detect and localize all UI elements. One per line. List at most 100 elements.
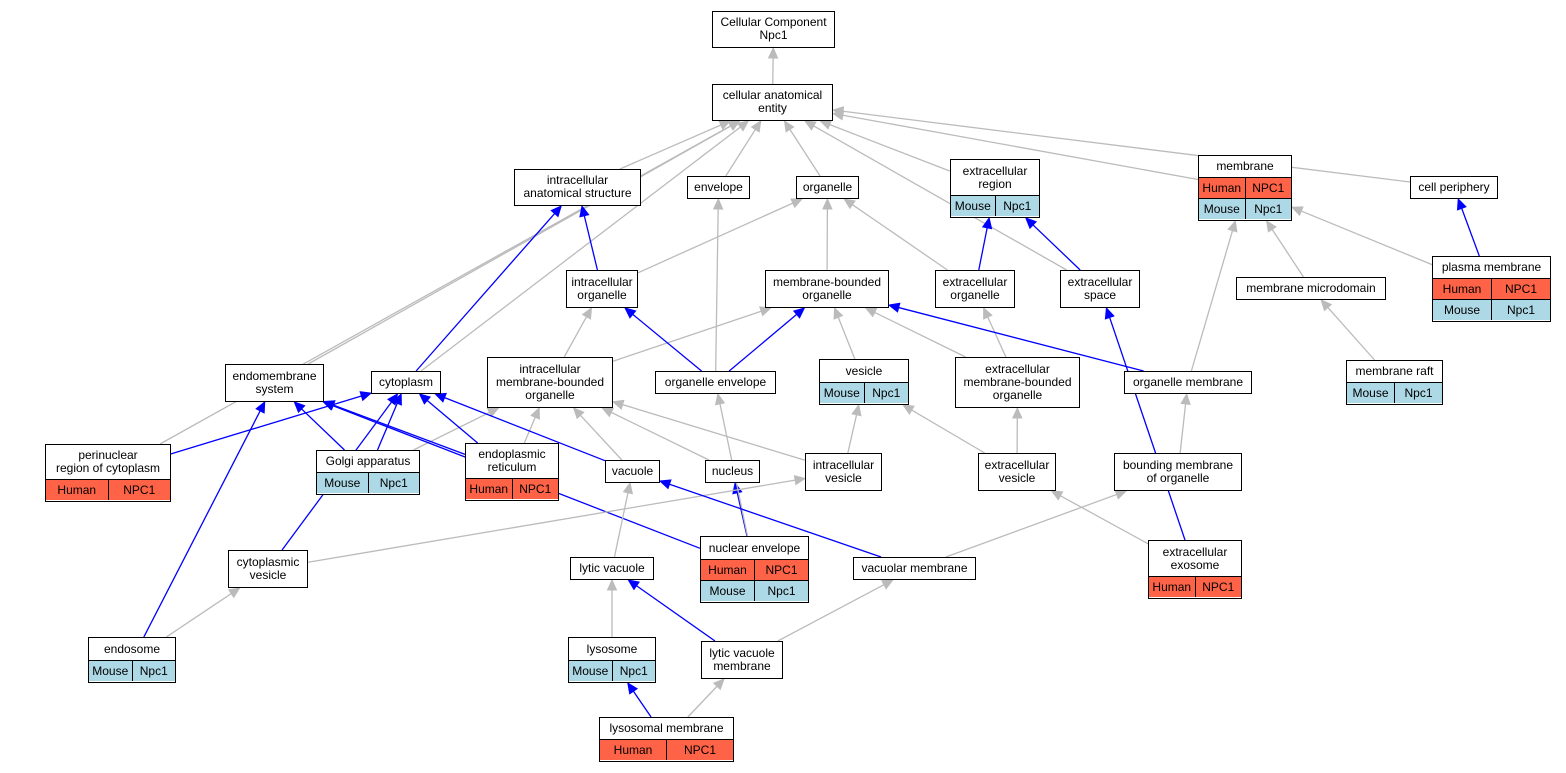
edge-line — [1301, 210, 1433, 266]
node-label: lytic vacuole membrane — [709, 645, 775, 673]
node-lytic-vacuole: lytic vacuole — [570, 557, 654, 580]
node-label: envelope — [694, 179, 743, 194]
edge-intorg-to-ias — [579, 204, 599, 271]
edge-arrowhead — [601, 407, 615, 418]
edge-line — [632, 690, 652, 718]
node-label: intracellular vesicle — [812, 457, 875, 485]
edge-er-to-imbo — [523, 406, 540, 444]
gene-symbol: Npc1 — [863, 383, 909, 403]
node-label: nuclear envelope — [708, 540, 801, 555]
edge-line — [1060, 495, 1149, 545]
node-membrane-bounded-organelle: membrane-bounded organelle — [765, 270, 889, 308]
edge-line — [813, 125, 1067, 271]
species-name: Mouse — [709, 583, 746, 598]
edge-arrowhead — [767, 46, 779, 59]
gene-symbol: Npc1 — [754, 581, 808, 601]
node-extracellular-space: extracellular space — [1060, 270, 1140, 308]
edge-arrowhead — [387, 393, 399, 406]
gene-symbol: NPC1 — [1491, 279, 1550, 299]
node-label: extracellular space — [1067, 274, 1133, 302]
species-name: Mouse — [823, 385, 860, 400]
edge-organelle-to-cae — [783, 119, 821, 177]
node-cytoplasmic-vesicle: cytoplasmic vesicle — [228, 550, 308, 588]
edge-arrowhead — [712, 197, 724, 210]
edge-line — [636, 585, 716, 642]
edge-arrowhead — [833, 306, 844, 320]
node-label: endomembrane system — [232, 368, 317, 396]
gene-symbol: NPC1 — [1194, 577, 1242, 597]
edge-exorg-to-exreg — [978, 216, 993, 271]
edge-arrowhead — [714, 392, 726, 406]
edge-line — [579, 414, 623, 461]
gene-symbol: Npc1 — [1491, 300, 1550, 320]
edge-vacmem-to-vacuole — [658, 479, 882, 558]
edge-golgi-to-imbo — [413, 407, 500, 451]
gene-symbol: Npc1 — [611, 661, 656, 681]
edge-line — [563, 316, 588, 358]
edge-line — [1179, 403, 1187, 454]
edge-cae-to-root — [767, 46, 779, 85]
gene-symbol: Npc1 — [131, 661, 176, 681]
node-label: membrane-bounded organelle — [772, 274, 882, 302]
edge-arrowhead — [983, 306, 993, 320]
edge-exexo-to-exves — [1050, 490, 1149, 545]
node-extracellular-membrane-bounded-organelle: extracellular membrane-bounded organelle — [955, 357, 1080, 408]
edge-arrowhead — [790, 198, 804, 209]
node-cellular-component: Cellular Component Npc1 — [712, 11, 835, 48]
edge-line — [852, 204, 948, 271]
edge-arrowhead — [418, 393, 432, 405]
edge-arrowhead — [1456, 197, 1467, 211]
node-lytic-vacuole-membrane: lytic vacuole membrane — [701, 641, 783, 679]
edge-arrowhead — [887, 302, 901, 313]
edge-line — [669, 483, 882, 558]
species-name: Human — [469, 481, 509, 496]
edge-golgi-to-cytoplasm — [376, 392, 402, 451]
edge-exves-to-vesicle — [902, 404, 986, 454]
node-label: membrane microdomain — [1246, 280, 1376, 295]
edge-line — [143, 410, 261, 638]
edge-line — [301, 408, 345, 451]
species-name: Human — [1152, 579, 1192, 594]
edge-arrowhead — [902, 404, 915, 415]
edge-line — [413, 411, 490, 451]
edge-vesicle-to-mbo — [833, 306, 856, 360]
edge-orgenv-to-intorg — [624, 307, 702, 372]
edge-ias-to-cae — [619, 120, 732, 170]
edge-arrowhead — [611, 399, 625, 410]
species-name: Human — [708, 562, 747, 577]
edge-arrowhead — [359, 391, 373, 402]
edge-arrowhead — [624, 307, 637, 319]
edge-nucleus-to-imbo — [601, 407, 710, 461]
edge-arrowhead — [550, 205, 563, 218]
edge-arrowhead — [843, 198, 856, 210]
edge-arrowhead — [434, 392, 447, 403]
node-label: cell periphery — [1418, 179, 1490, 194]
edge-exexo-to-exspace — [1104, 306, 1186, 541]
edge-exmbo-to-mbo — [864, 307, 966, 358]
edge-line — [1461, 208, 1480, 257]
node-label: nucleus — [711, 463, 754, 478]
edge-line — [715, 208, 719, 372]
edge-er-to-cytoplasm — [418, 393, 479, 444]
edge-arrowhead — [1012, 406, 1023, 419]
node-membrane-microdomain: membrane microdomain — [1236, 277, 1386, 300]
node-label: bounding membrane of organelle — [1122, 457, 1234, 485]
node-label: vesicle — [845, 363, 883, 378]
species-name: Mouse — [92, 663, 129, 678]
edge-arrowhead — [1320, 299, 1333, 312]
species-name: Mouse — [1352, 385, 1389, 400]
node-label: intracellular membrane-bounded organelle — [495, 361, 605, 402]
edge-lvm-to-vacmem — [777, 579, 894, 642]
edge-line — [789, 129, 821, 177]
edge-exorg-to-organelle — [843, 198, 948, 271]
edge-cytoplasm-to-cae — [420, 120, 750, 372]
node-label: organelle membrane — [1132, 374, 1244, 389]
